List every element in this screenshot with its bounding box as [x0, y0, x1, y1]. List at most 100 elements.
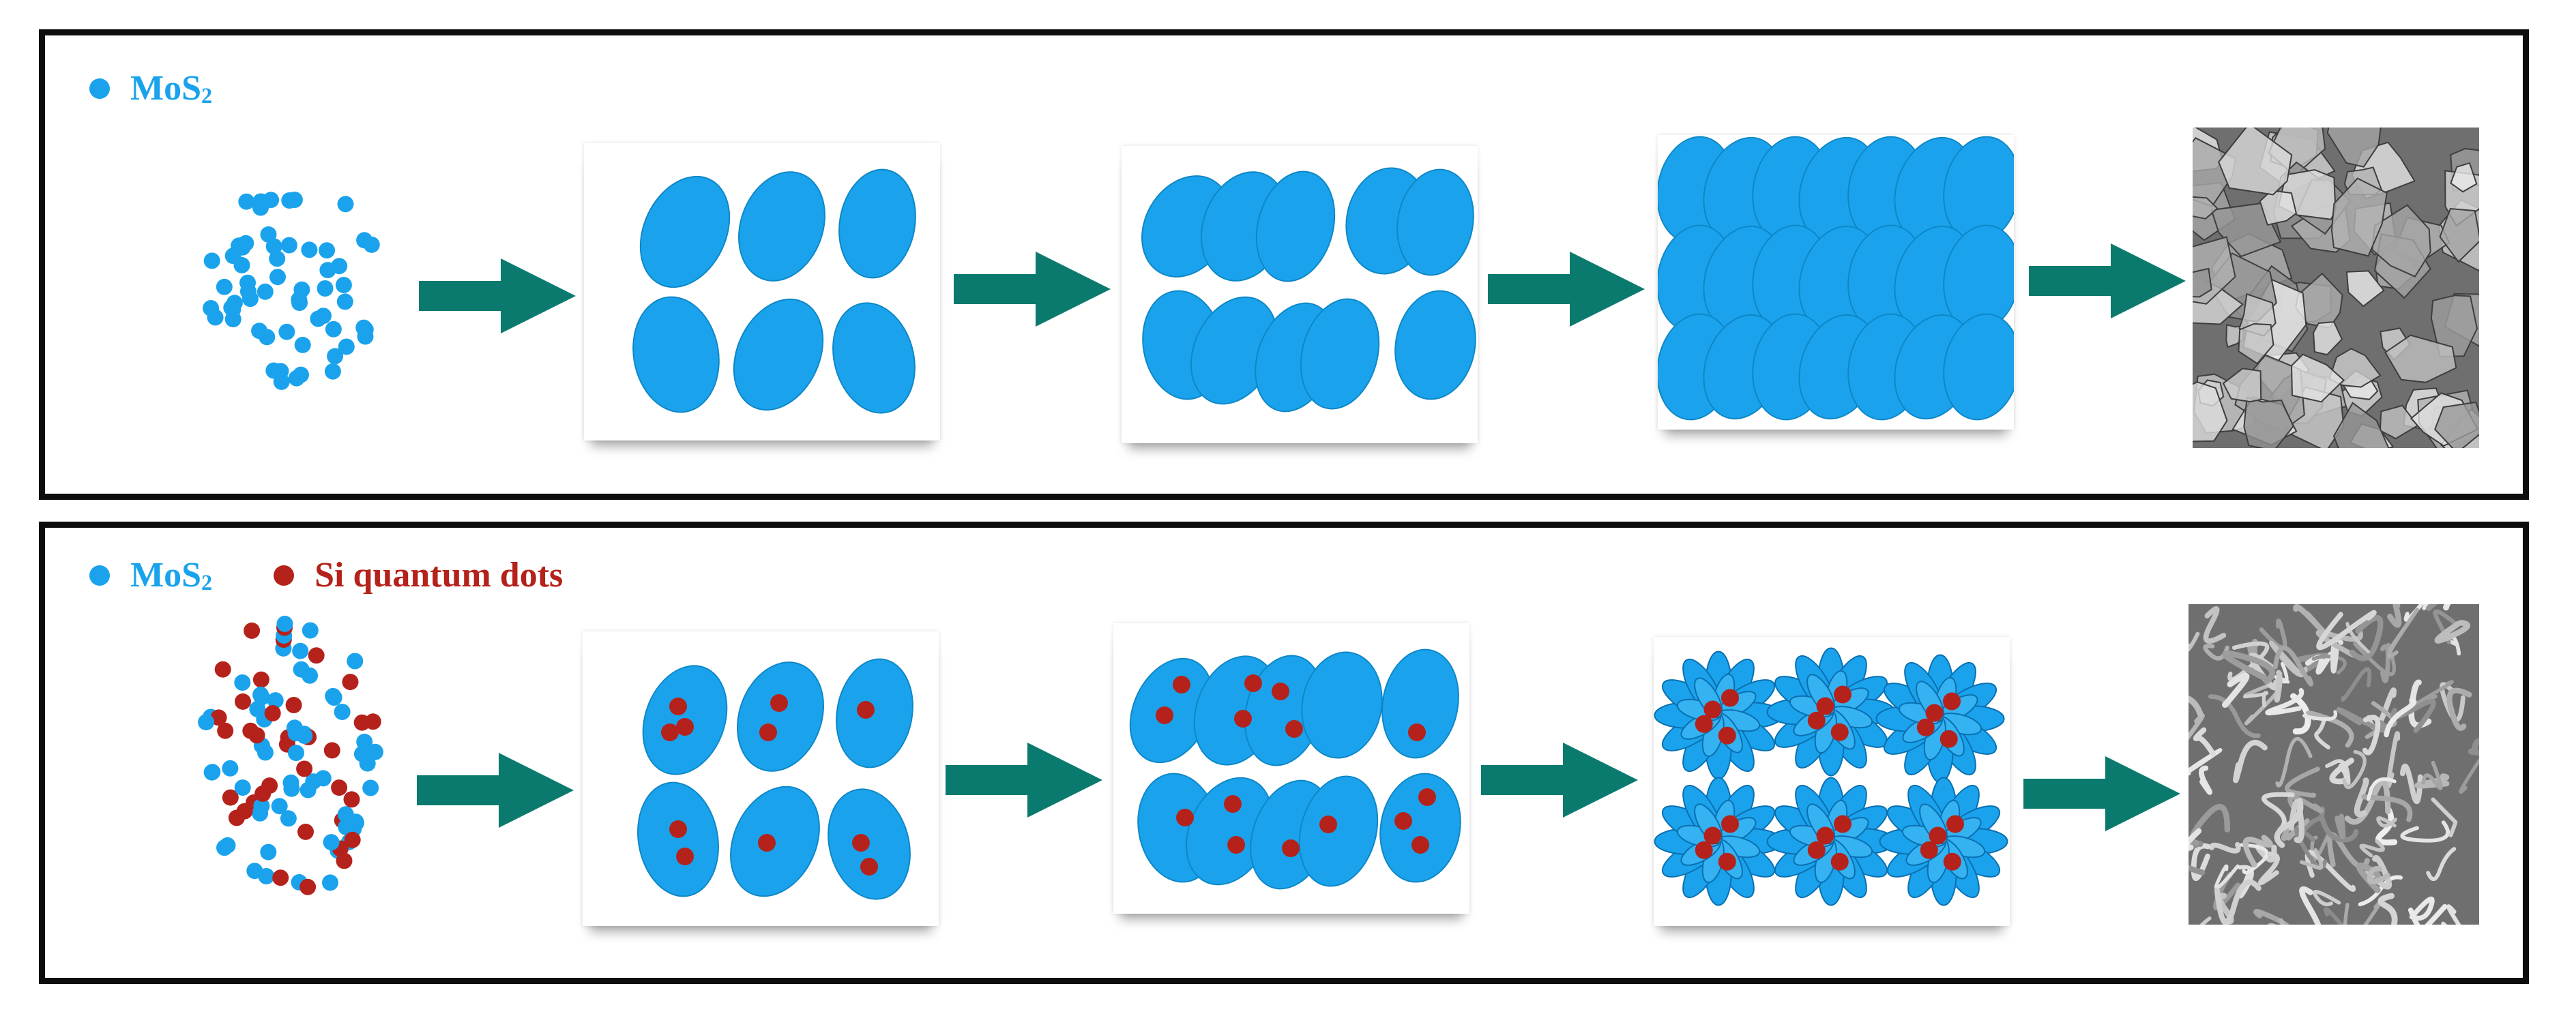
sem-flake: [2300, 848, 2324, 870]
mos2-flower: [1654, 777, 1783, 906]
sem-flake: [2376, 816, 2397, 828]
sem-flake: [2304, 850, 2356, 892]
mos2-dot: [278, 323, 295, 340]
stage-card-stacked-sheets: [1658, 135, 2014, 430]
mos2-dot: [324, 363, 341, 380]
si-quantum-dot: [852, 834, 870, 852]
si-quantum-dot: [1925, 704, 1944, 722]
mos2-dot: [239, 283, 257, 300]
sem-flake: [2431, 797, 2458, 837]
sem-flake: [2193, 267, 2212, 298]
si-quantum-dot: [343, 791, 360, 808]
mos2-dot: [238, 193, 255, 210]
si-quantum-dot: [669, 698, 687, 715]
mos2-dot: [273, 373, 290, 390]
mos2-dot: [233, 256, 250, 273]
mos2-dot: [353, 745, 370, 762]
mos2-flower: [1766, 647, 1896, 777]
si-quantum-dot: [1807, 711, 1826, 730]
mos2-dot: [301, 241, 318, 258]
mos2-dot: [302, 622, 319, 639]
sem-flake: [2275, 736, 2313, 788]
sem-flake: [2358, 875, 2403, 907]
mos2-dot: [203, 764, 220, 781]
sem-flake: [2262, 792, 2295, 833]
mos2-dot: [293, 661, 310, 678]
mos2-sheet: [1379, 773, 1461, 883]
si-quantum-dot: [217, 722, 234, 739]
sem-flake: [2400, 820, 2450, 843]
mos2-dot: [257, 744, 274, 761]
sem-flake: [2342, 749, 2367, 790]
sem-flake: [2259, 618, 2287, 651]
si-quantum-dot: [364, 713, 381, 730]
mos2-dot: [327, 348, 344, 365]
mos2-dot: [198, 714, 215, 731]
si-quantum-dot: [1830, 723, 1849, 741]
si-quantum-dot: [235, 693, 251, 710]
sem-flake: [2272, 645, 2314, 687]
mos2-dot: [271, 798, 288, 815]
sem-flake: [2214, 864, 2240, 890]
sem-flake: [2208, 694, 2261, 738]
sem-flake: [2334, 813, 2346, 839]
sem-flake: [2450, 162, 2478, 193]
precursor-dot-cluster: [203, 192, 380, 390]
si-quantum-dot: [285, 697, 302, 713]
sem-flake: [2379, 404, 2419, 440]
sem-flake: [2414, 773, 2450, 789]
mos2-dot: [288, 745, 304, 762]
mos2-dot: [338, 338, 355, 355]
si-quantum-dot: [758, 834, 776, 852]
sem-flake: [2293, 604, 2330, 639]
si-quantum-dot: [252, 671, 269, 688]
sem-flake: [2384, 334, 2457, 383]
sem-flake: [2380, 644, 2390, 683]
si-quantum-dot: [1946, 815, 1964, 833]
sem-flake: [2349, 615, 2384, 661]
sem-flake: [2243, 396, 2294, 448]
arrow-right-icon: [946, 743, 1102, 818]
mos2-flower: [1766, 777, 1896, 906]
si-quantum-dot: [210, 709, 227, 726]
si-quantum-dot: [1695, 715, 1713, 733]
mos2-dot: [356, 734, 373, 750]
si-quantum-dot: [857, 701, 875, 719]
mos2-flower: [1879, 777, 2008, 906]
si-quantum-dot: [759, 723, 777, 741]
si-quantum-dot: [669, 820, 687, 838]
mos2-dot: [253, 798, 270, 814]
mos2-dot: [260, 843, 277, 861]
legend-item-si-qd: Si quantum dots: [274, 555, 563, 595]
mos2-dot: [280, 810, 297, 827]
si-quantum-dot: [342, 674, 359, 691]
sem-flake: [2193, 381, 2228, 443]
arrow-right-icon: [1488, 252, 1645, 327]
mos2-dot: [293, 366, 309, 383]
mos2-dot: [282, 774, 299, 791]
sem-flake: [2287, 794, 2324, 813]
sem-flake: [2203, 606, 2227, 644]
si-quantum-dot: [1943, 692, 1961, 711]
si-quantum-dot: [1816, 826, 1834, 845]
si-quantum-dot: [228, 809, 245, 826]
si-quantum-dot: [1920, 841, 1938, 859]
mos2-sheet: [632, 296, 720, 413]
sem-image-bottom: [2189, 604, 2479, 925]
stage-card-separate-sheets: [584, 143, 940, 440]
sem-flake: [2426, 847, 2457, 882]
legend-item-mos2: MoS2: [89, 68, 212, 108]
si-quantum-dot: [296, 760, 313, 777]
overlapping-sheet-ellipses: [1141, 167, 1476, 413]
process-arrows: [419, 243, 2186, 333]
mos2-dot: [231, 237, 248, 254]
sem-flake: [2274, 798, 2304, 848]
arrow-right-icon: [417, 753, 574, 828]
si-legend-dot: [274, 565, 295, 586]
overlapping-sheets-with-dots: [1129, 648, 1461, 890]
si-quantum-dot: [1703, 700, 1722, 719]
sem-flake: [2353, 642, 2397, 676]
si-quantum-dot: [1721, 689, 1739, 707]
si-quantum-dot: [308, 647, 325, 664]
mos2-dot: [246, 863, 263, 880]
